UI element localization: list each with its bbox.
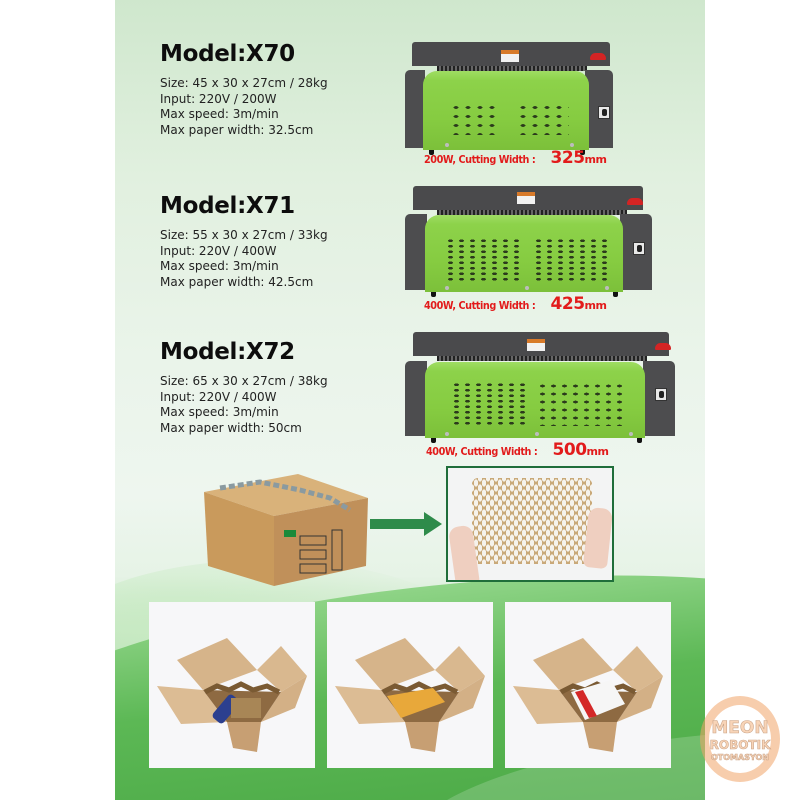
cut-label-prefix: 400W, Cutting Width : <box>426 445 538 458</box>
meon-robotik-watermark: MEON ROBOTIK OTOMASYON <box>690 690 790 790</box>
spec-input: Input: 220V / 400W <box>160 243 277 258</box>
bolt <box>629 432 633 436</box>
cut-label-prefix: 400W, Cutting Width : <box>424 299 536 312</box>
emergency-stop-icon <box>627 198 643 205</box>
usage-photo-yellow-package <box>327 602 493 768</box>
machine-foot <box>431 292 436 297</box>
model-title: Model:X71 <box>160 193 295 219</box>
right-hand <box>582 506 612 570</box>
machine-x70-image <box>405 40 615 155</box>
model-x72-specs: Model:X72 Size: 65 x 30 x 27cm / 38kg In… <box>160 338 328 436</box>
bolt <box>535 432 539 436</box>
bolt <box>445 143 449 147</box>
power-switch-icon <box>633 242 645 255</box>
power-switch-icon <box>598 106 610 119</box>
model-title: Model:X70 <box>160 41 295 67</box>
model-x70-specs: Model:X70 Size: 45 x 30 x 27cm / 28kg In… <box>160 40 328 138</box>
cut-label-value: 425 <box>550 294 586 314</box>
machine-x72-image <box>405 332 677 443</box>
vent-grille <box>517 103 569 135</box>
spec-paper-width: Max paper width: 50cm <box>160 420 302 435</box>
cut-label-unit: mm <box>586 445 609 458</box>
cutting-width-label-x72: 400W, Cutting Width : 500mm <box>426 440 609 460</box>
spec-list: Size: 55 x 30 x 27cm / 33kg Input: 220V … <box>160 228 328 290</box>
vent-grille <box>533 238 609 282</box>
machine-x71-image <box>405 186 655 297</box>
cutting-width-label-x71: 400W, Cutting Width : 425mm <box>424 294 607 314</box>
warning-sticker-icon <box>501 50 519 62</box>
machine-foot <box>429 150 434 155</box>
spec-input: Input: 220V / 400W <box>160 389 277 404</box>
cut-label-unit: mm <box>584 299 607 312</box>
open-box-image <box>335 638 485 752</box>
machine-left-side <box>405 214 427 290</box>
cutter-teeth <box>437 66 587 71</box>
right-arrow-icon <box>370 512 442 536</box>
bolt <box>570 143 574 147</box>
usage-photo-wine-bottle <box>149 602 315 768</box>
machine-foot <box>637 438 642 443</box>
usage-photo-white-gift-box <box>505 602 671 768</box>
cutting-width-label-x70: 200W, Cutting Width : 325mm <box>424 148 607 168</box>
machine-left-side <box>405 70 425 148</box>
cut-label-value: 325 <box>550 148 586 168</box>
bolt <box>525 286 529 290</box>
emergency-stop-icon <box>590 53 606 60</box>
bolt <box>445 286 449 290</box>
vent-grille <box>451 382 527 426</box>
bolt <box>605 286 609 290</box>
spec-size: Size: 65 x 30 x 27cm / 38kg <box>160 374 328 388</box>
watermark-line2: ROBOTIK <box>709 738 771 753</box>
spec-paper-width: Max paper width: 32.5cm <box>160 122 314 137</box>
open-box-image <box>513 638 663 752</box>
machine-foot <box>613 292 618 297</box>
model-title: Model:X72 <box>160 339 295 365</box>
spec-size: Size: 55 x 30 x 27cm / 33kg <box>160 228 328 242</box>
spec-paper-width: Max paper width: 42.5cm <box>160 274 314 289</box>
cut-label-prefix: 200W, Cutting Width : <box>424 153 536 166</box>
model-x71-specs: Model:X71 Size: 55 x 30 x 27cm / 33kg In… <box>160 192 328 290</box>
machine-foot <box>431 438 436 443</box>
machine-foot <box>580 150 585 155</box>
machine-left-side <box>405 361 427 436</box>
vent-grille <box>450 103 498 135</box>
honeycomb-paper-image <box>446 466 614 582</box>
cutter-teeth <box>437 210 627 215</box>
spec-speed: Max speed: 3m/min <box>160 107 279 121</box>
vent-grille <box>537 382 627 426</box>
power-switch-icon <box>655 388 667 401</box>
cardboard-box-image <box>204 474 368 586</box>
spec-list: Size: 45 x 30 x 27cm / 28kg Input: 220V … <box>160 76 328 138</box>
cutter-teeth <box>437 356 647 361</box>
spec-input: Input: 220V / 200W <box>160 91 277 106</box>
open-box-image <box>157 638 307 752</box>
vent-grille <box>445 238 521 282</box>
emergency-stop-icon <box>655 343 671 350</box>
spec-speed: Max speed: 3m/min <box>160 259 279 273</box>
watermark-line3: OTOMASYON <box>711 753 770 763</box>
watermark-ring <box>700 696 780 782</box>
warning-sticker-icon <box>527 339 545 351</box>
honeycomb-paper <box>472 478 592 564</box>
warning-sticker-icon <box>517 192 535 204</box>
spec-list: Size: 65 x 30 x 27cm / 38kg Input: 220V … <box>160 374 328 436</box>
spec-speed: Max speed: 3m/min <box>160 405 279 419</box>
spec-size: Size: 45 x 30 x 27cm / 28kg <box>160 76 328 90</box>
bolt <box>445 432 449 436</box>
watermark-line1: MEON <box>711 718 769 739</box>
cut-label-unit: mm <box>584 153 607 166</box>
cut-label-value: 500 <box>552 440 588 460</box>
